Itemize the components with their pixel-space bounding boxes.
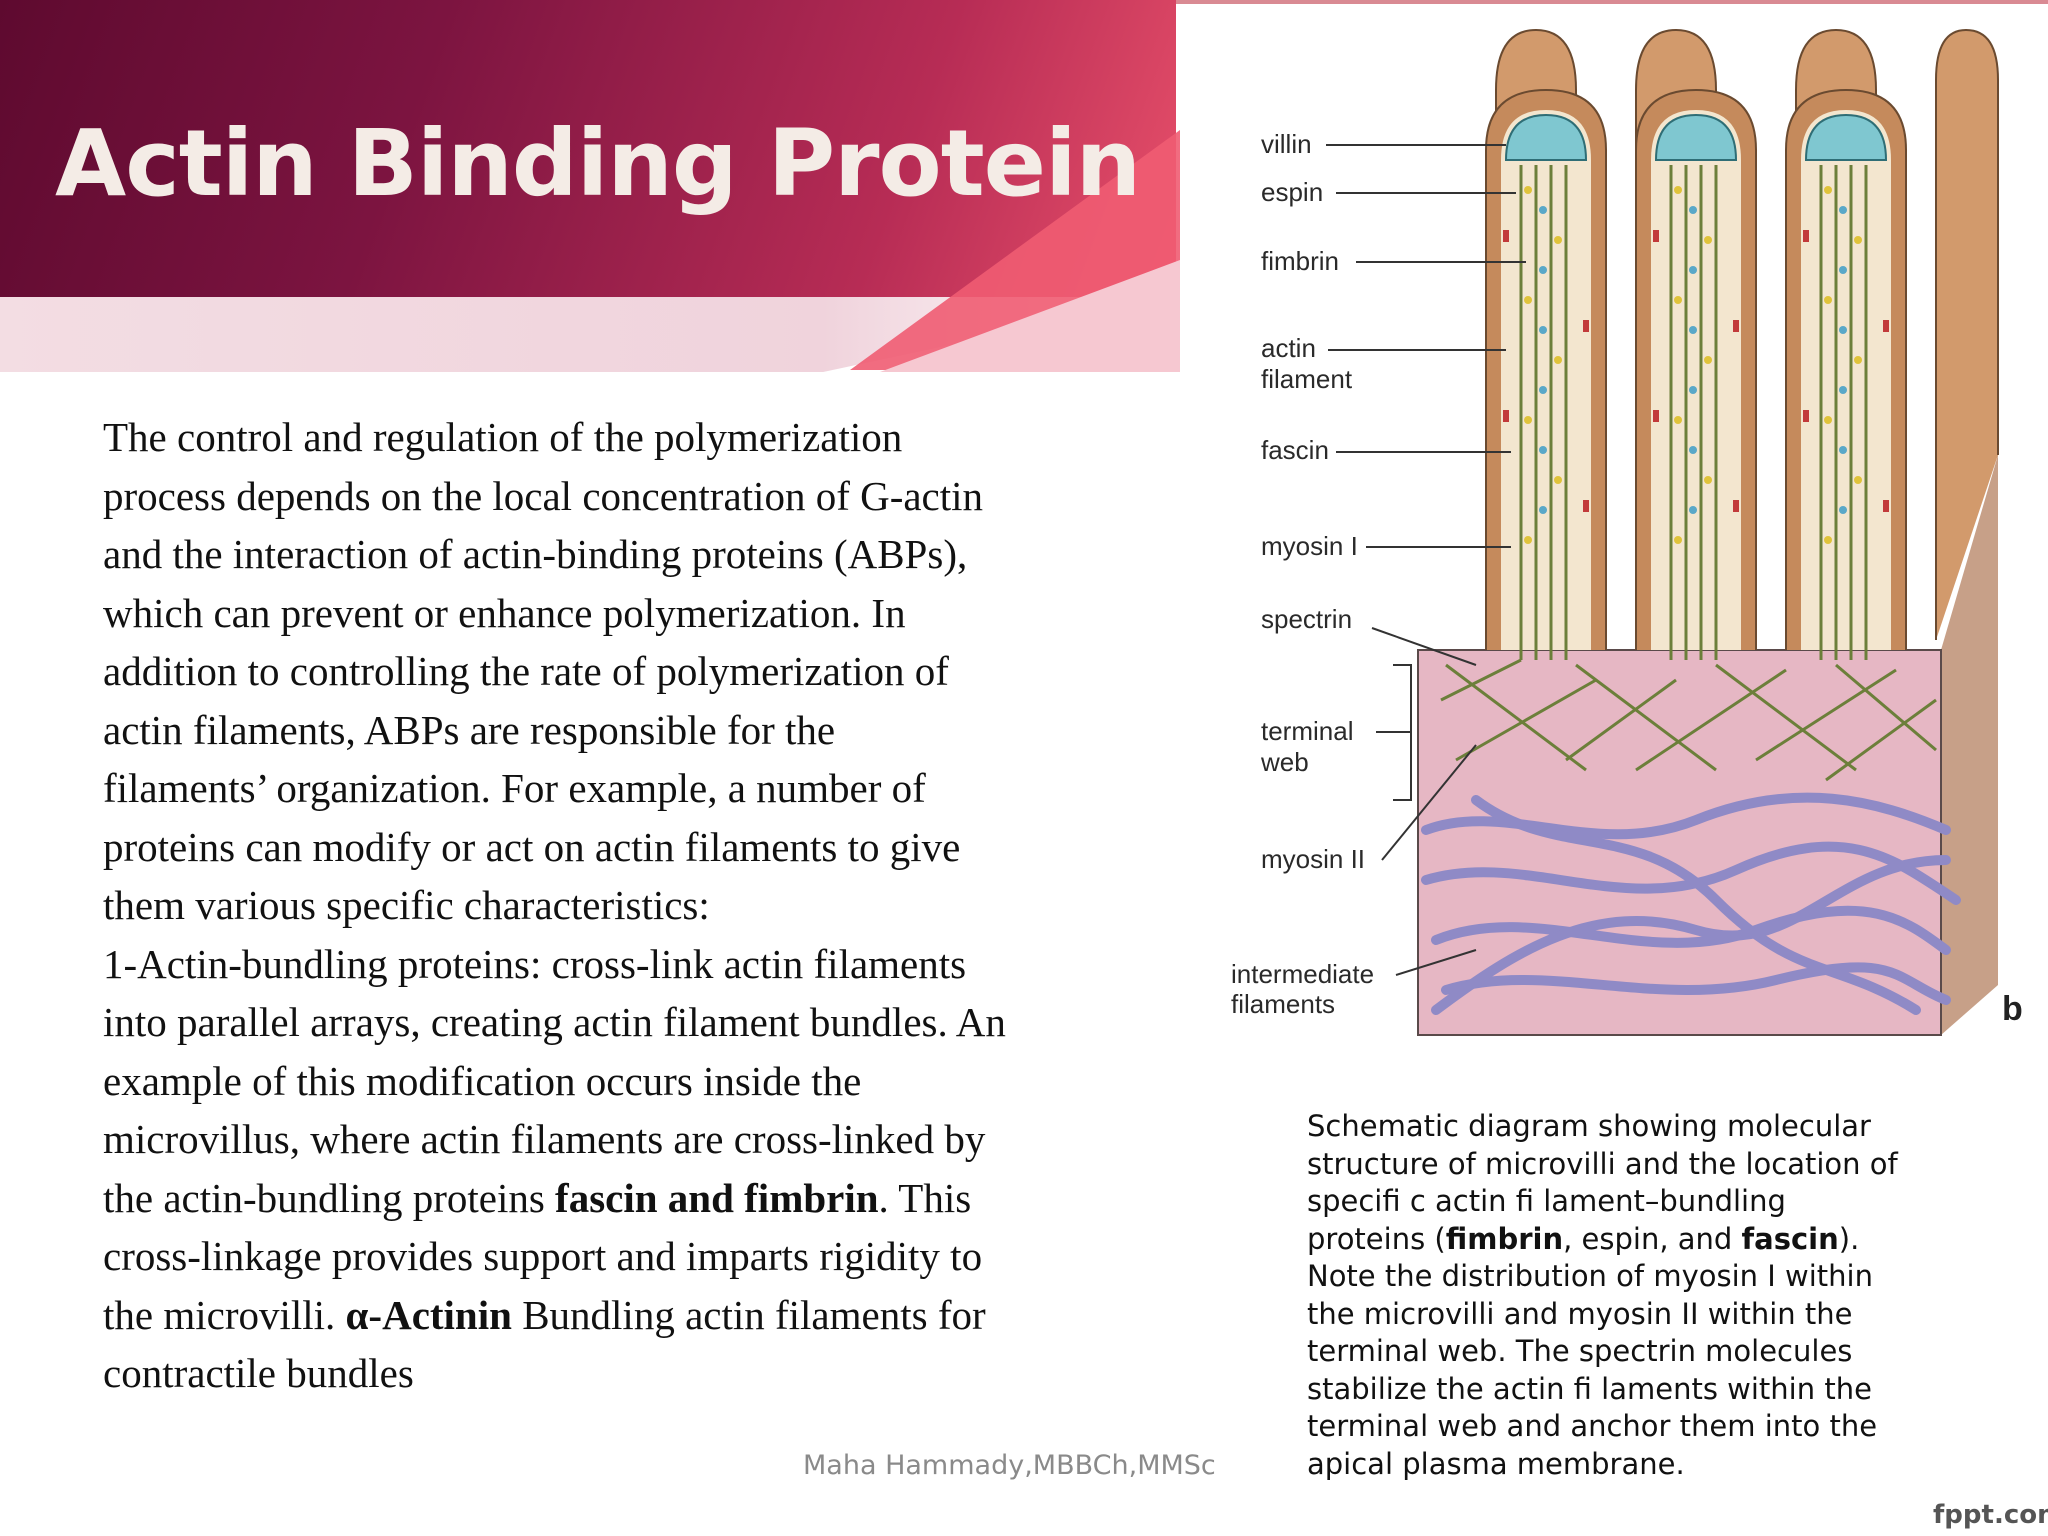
actin-filament-bundles: [1519, 165, 1868, 660]
block-side-face: [1941, 455, 1998, 1035]
caption-bold-fimbrin: fimbrin: [1445, 1221, 1564, 1256]
label-fascin: fascin: [1261, 435, 1329, 465]
body-line: addition to controlling the rate of poly…: [103, 648, 949, 694]
body-line: into parallel arrays, creating actin fil…: [103, 999, 1006, 1045]
label-spectrin: spectrin: [1261, 604, 1352, 634]
microvillus: [1485, 88, 1607, 650]
caption-line: apical plasma membrane.: [1307, 1446, 1685, 1481]
body-line: and the interaction of actin-binding pro…: [103, 531, 968, 577]
body-text-run: the microvilli.: [103, 1291, 346, 1338]
caption-bold-fascin: fascin: [1741, 1221, 1839, 1256]
body-line: proteins can modify or act on actin fila…: [103, 823, 961, 870]
label-actin-filament: filament: [1261, 364, 1353, 394]
caption-line: structure of microvilli and the location…: [1307, 1146, 1898, 1181]
body-bold-fascin-fimbrin: fascin and fimbrin: [555, 1174, 879, 1221]
microvillus: [1785, 88, 1907, 650]
body-line: The control and regulation of the polyme…: [103, 414, 903, 460]
body-line: the actin-bundling proteins fascin and f…: [103, 1169, 1113, 1228]
label-actin: actin: [1261, 333, 1316, 363]
villin-cap: [1804, 113, 1888, 161]
fppt-watermark: fppt.com: [1933, 1500, 2048, 1530]
intermediate-filaments: [1421, 792, 1961, 1015]
label-terminal-web: web: [1260, 747, 1309, 777]
label-fimbrin: fimbrin: [1261, 246, 1339, 276]
label-terminal: terminal: [1261, 716, 1353, 746]
microvillus-back: [1935, 28, 1999, 640]
author-footer: Maha Hammady,MBBCh,MMSc: [803, 1450, 1216, 1481]
caption-line: terminal web. The spectrin molecules: [1307, 1334, 1853, 1368]
slide-title: Actin Binding Protein: [55, 110, 1141, 217]
caption-text-run: ).: [1838, 1221, 1860, 1256]
body-text-run: Bundling actin filaments for: [511, 1291, 986, 1338]
body-line: filaments’ organization. For example, a …: [103, 765, 926, 811]
figure-caption: Schematic diagram showing molecular stru…: [1307, 1108, 1947, 1483]
caption-line: proteins (fimbrin, espin, and fascin).: [1307, 1221, 1947, 1259]
label-espin: espin: [1261, 177, 1323, 207]
microvillus: [1635, 88, 1757, 650]
caption-text-run: , espin, and: [1563, 1221, 1742, 1256]
body-line: process depends on the local concentrati…: [103, 472, 984, 519]
label-leader-lines: [1326, 144, 1526, 976]
caption-line: Schematic diagram showing molecular: [1307, 1109, 1871, 1143]
caption-text-run: proteins (: [1307, 1221, 1446, 1256]
caption-line: specifi c actin fi lament–bundling: [1307, 1184, 1786, 1218]
panel-letter: b: [2002, 990, 2023, 1028]
body-line: the microvilli. α-Actinin Bundling actin…: [103, 1286, 1113, 1345]
body-line: actin filaments, ABPs are responsible fo…: [103, 706, 836, 753]
body-line: them various specific characteristics:: [103, 882, 710, 928]
caption-line: stabilize the actin fi laments within th…: [1307, 1371, 1872, 1406]
body-text: The control and regulation of the polyme…: [103, 408, 1113, 1403]
villin-cap: [1504, 113, 1588, 161]
terminal-web-mesh: [1440, 658, 1937, 782]
body-line: cross-linkage provides support and impar…: [103, 1233, 983, 1279]
label-intermediate-filaments: filaments: [1231, 989, 1335, 1019]
body-line: 1-Actin-bundling proteins: cross-link ac…: [103, 940, 967, 987]
body-line: microvillus, where actin filaments are c…: [103, 1116, 986, 1162]
body-text-run: the actin-bundling proteins: [103, 1174, 556, 1221]
body-bold-alpha-actinin: α-Actinin: [345, 1291, 512, 1338]
body-text-run: . This: [878, 1174, 972, 1221]
microvilli-diagram: villin espin fimbrin actin filament fasc…: [1176, 0, 2048, 1090]
label-myosin-ii: myosin II: [1261, 844, 1365, 874]
body-line: example of this modification occurs insi…: [103, 1057, 862, 1104]
body-line: which can prevent or enhance polymerizat…: [103, 589, 906, 636]
villin-cap: [1654, 113, 1738, 161]
title-banner: [0, 0, 1176, 297]
label-myosin-i: myosin I: [1261, 531, 1358, 561]
caption-line: the microvilli and myosin II within the: [1307, 1296, 1853, 1331]
body-line: contractile bundles: [103, 1350, 414, 1396]
bundling-protein-dots: [1503, 186, 1889, 544]
caption-line: Note the distribution of myosin I within: [1307, 1259, 1873, 1293]
caption-line: terminal web and anchor them into the: [1307, 1409, 1878, 1443]
label-intermediate: intermediate: [1231, 959, 1374, 989]
label-villin: villin: [1261, 129, 1312, 159]
